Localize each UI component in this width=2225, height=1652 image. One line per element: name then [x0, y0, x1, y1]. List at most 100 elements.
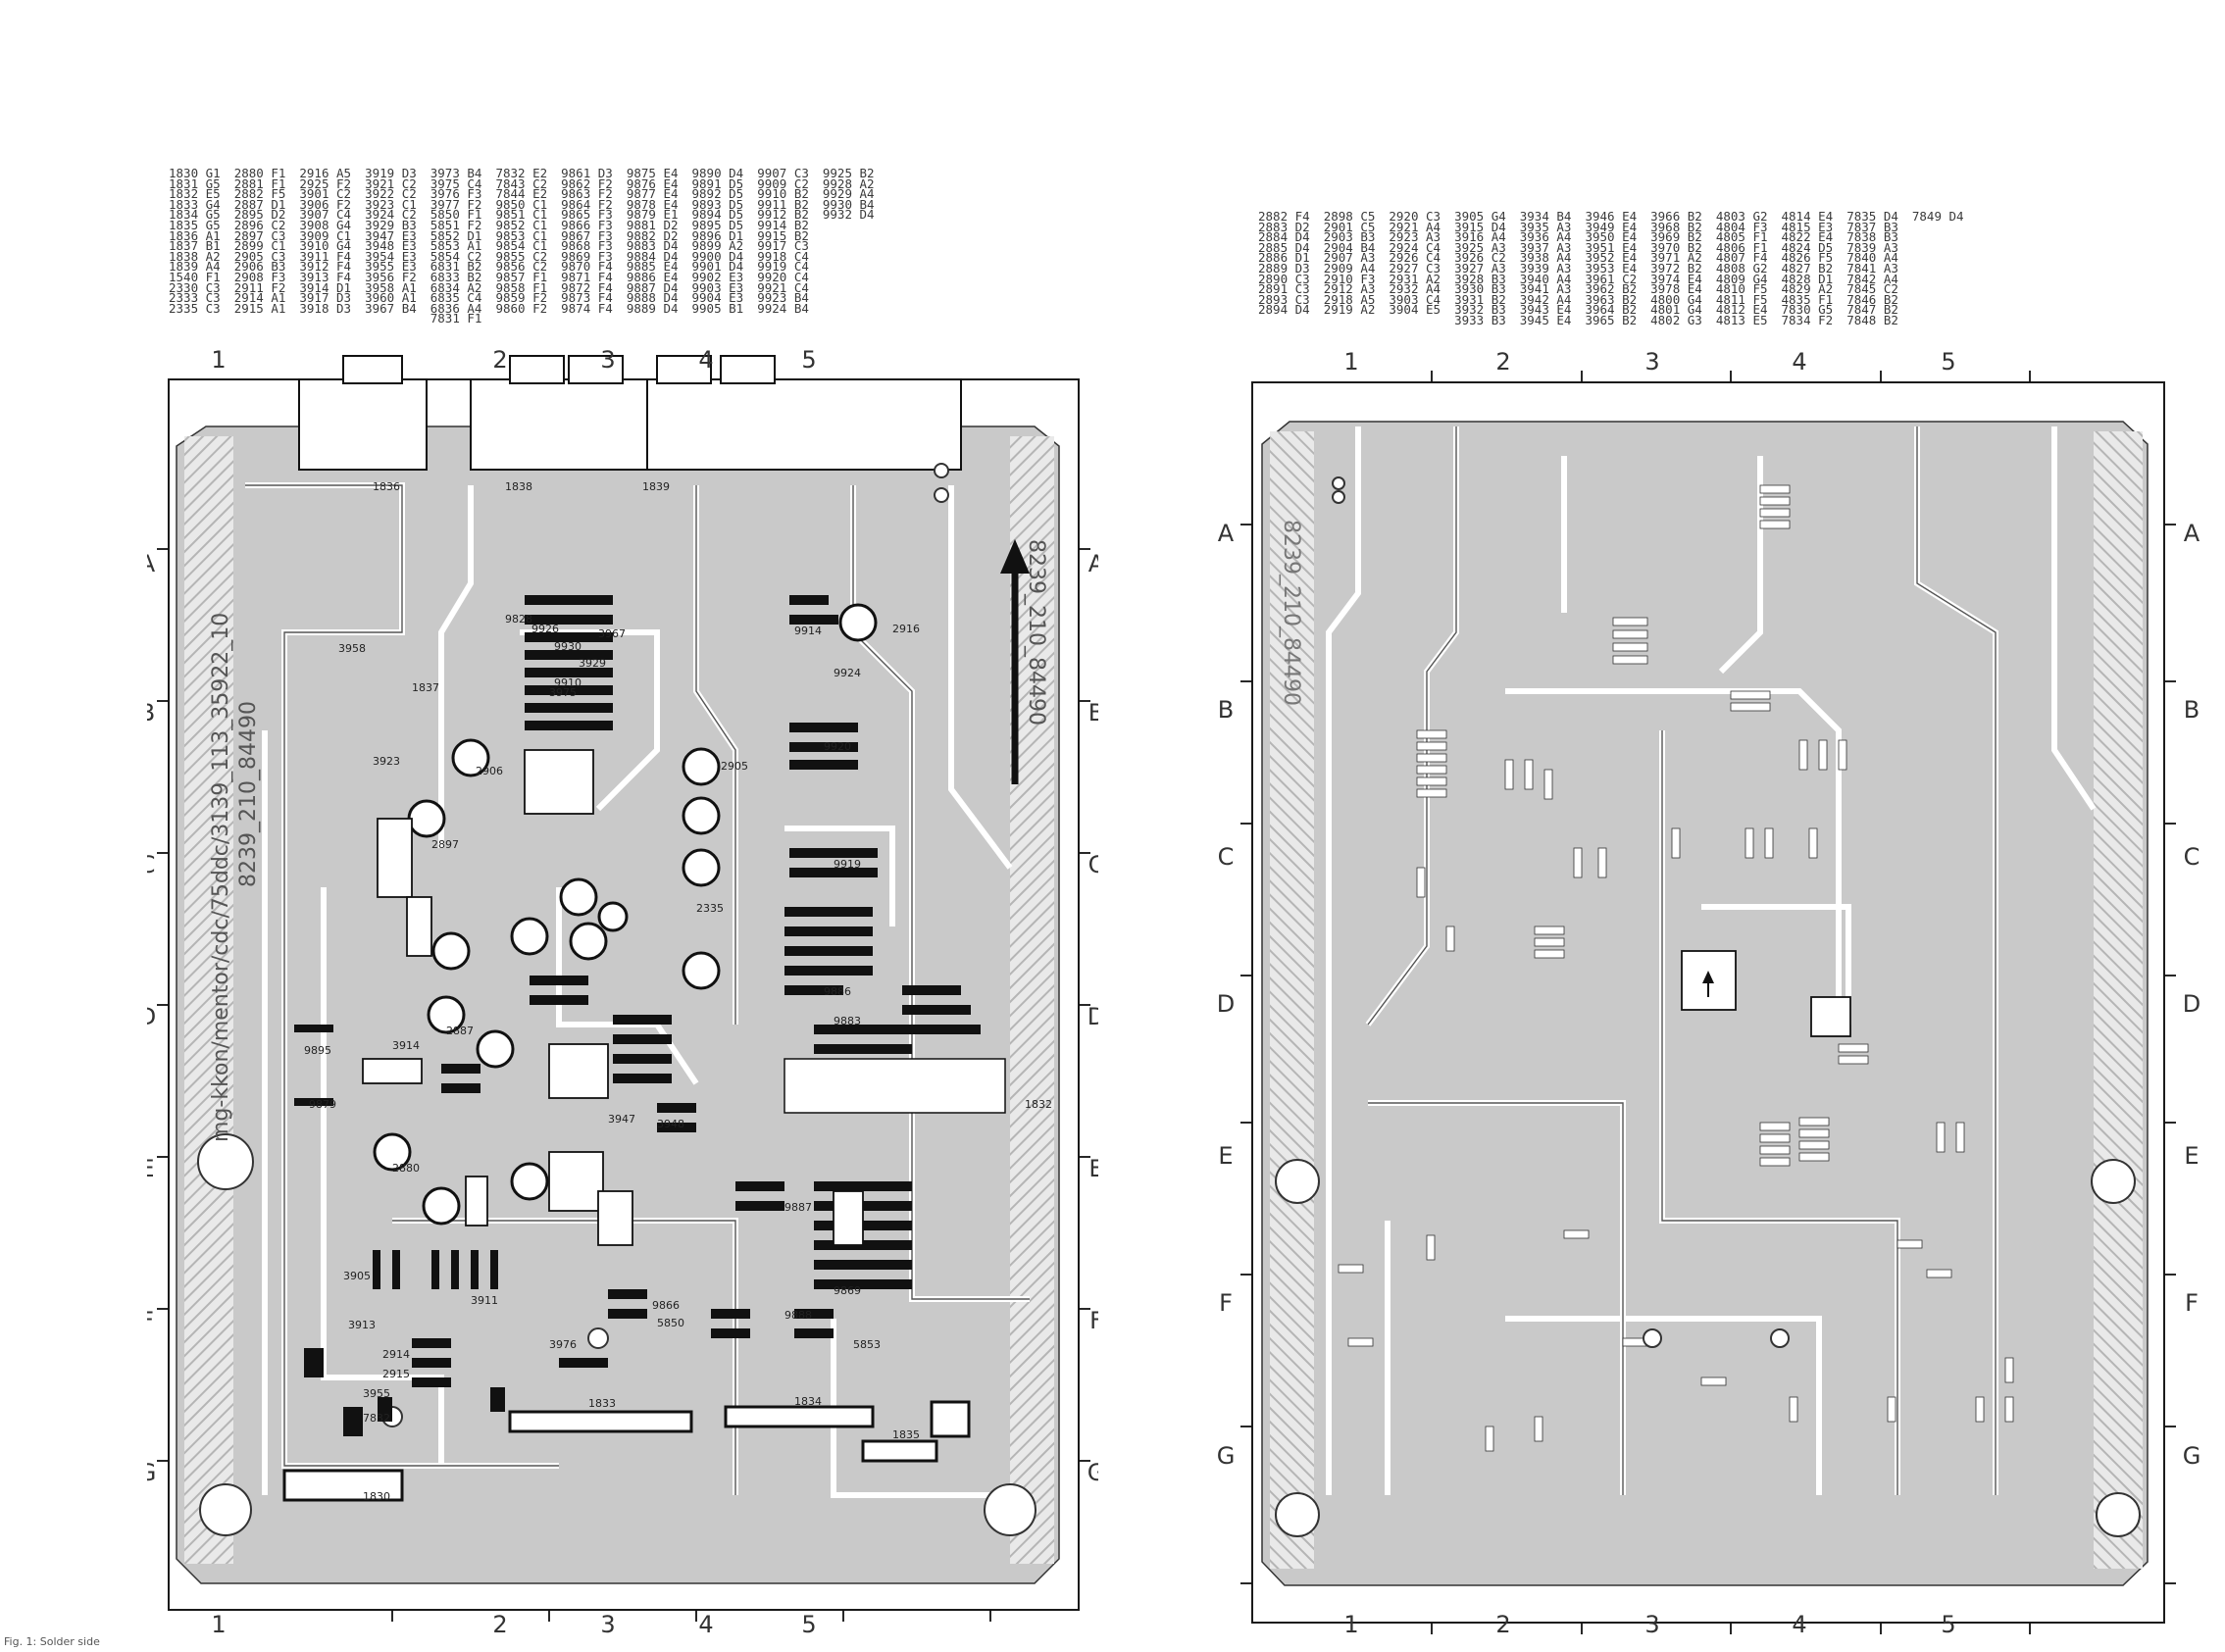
grid-row-A-right: A [2184, 520, 2200, 547]
legend-entry: 7835 D4 [1846, 209, 1898, 224]
legend-entry: 3970 B2 [1650, 239, 1702, 255]
legend-entry: 9878 E4 [626, 196, 679, 212]
legend-entry: 9890 D4 [691, 166, 744, 180]
legend-entry: 2335 C3 [169, 300, 221, 316]
legend-entry: 9903 E3 [691, 279, 744, 295]
grid-col-4: 4 [698, 346, 713, 374]
legend-entry: 3915 D4 [1454, 219, 1506, 234]
legend-entry: 6834 A2 [430, 279, 482, 295]
legend-entry: 2926 C4 [1389, 250, 1441, 266]
component-label: 3929 [579, 657, 606, 670]
grid-row-C-right: C [2184, 843, 2200, 871]
legend-entry: 3925 A3 [1454, 239, 1506, 255]
legend-entry: 9884 D4 [626, 248, 679, 264]
legend-entry: 3968 B2 [1650, 219, 1702, 234]
grid-row-E: E [147, 1155, 155, 1182]
legend-entry: 2915 A1 [233, 300, 286, 316]
legend-entry: 4811 F5 [1715, 291, 1768, 307]
legend-entry: 3927 A3 [1454, 260, 1506, 275]
legend-entry: 4835 F1 [1781, 291, 1834, 307]
component-label: 3948 [657, 1118, 684, 1130]
grid-col-2: 2 [492, 346, 507, 374]
legend-entry: 1834 G5 [169, 207, 221, 223]
legend-entry: 3930 B3 [1454, 281, 1506, 297]
legend-entry: 3952 E4 [1585, 250, 1638, 266]
legend-entry: 2919 A2 [1323, 302, 1376, 318]
legend-entry: 9857 F1 [495, 269, 548, 284]
legend-entry: 3948 E3 [365, 238, 417, 254]
component-label: 1836 [373, 480, 400, 493]
legend-entry: 9919 C4 [757, 259, 809, 275]
legend-entry: 9894 D5 [691, 207, 744, 223]
legend-entry: 9875 E4 [626, 166, 679, 180]
legend-entry: 2880 F1 [233, 166, 286, 180]
legend-entry: 1838 A2 [169, 248, 221, 264]
legend-entry: 2916 A5 [299, 166, 352, 180]
legend-entry: 3939 A3 [1519, 260, 1572, 275]
legend-entry: 4828 D1 [1781, 271, 1834, 286]
component-label: 9930 [554, 640, 582, 653]
legend-entry: 3916 A4 [1454, 229, 1506, 245]
legend-entry: 9925 B2 [822, 166, 875, 180]
legend-entry: 4827 B2 [1781, 260, 1834, 275]
legend-entry: 9874 F4 [561, 300, 613, 316]
component-label: 1833 [588, 1397, 616, 1410]
component-label: 3914 [392, 1039, 420, 1052]
component-label: 9828 [505, 613, 532, 626]
grid-row-G-right: G [1087, 1459, 1098, 1486]
legend-entry: 9901 D4 [691, 259, 744, 275]
legend-entry: 2894 D4 [1258, 302, 1310, 318]
legend-entry: 3964 B2 [1585, 302, 1638, 318]
grid-row-C: C [1218, 843, 1235, 871]
legend-entry: 3976 F3 [430, 186, 482, 202]
legend-entry: 2897 C3 [233, 227, 286, 243]
legend-entry: 9870 F4 [561, 259, 613, 275]
grid-row-B: B [147, 699, 155, 726]
component-label: 1837 [412, 681, 439, 694]
legend-entry: 1832 E5 [169, 186, 221, 202]
component-label: 9883 [834, 1015, 861, 1027]
component-label: 1832 [1025, 1098, 1052, 1111]
legend-entry: 9852 C1 [495, 217, 548, 232]
grid-col-4-bottom: 4 [698, 1611, 713, 1637]
component-label: 3967 [598, 627, 626, 640]
legend-entry: 3941 A3 [1519, 281, 1572, 297]
grid-row-C-right: C [1088, 851, 1098, 878]
legend-entry: 2907 A3 [1323, 250, 1376, 266]
component-label: 9920 [824, 740, 851, 753]
legend-entry: 3905 G4 [1454, 209, 1506, 224]
legend-entry: 7842 A4 [1846, 271, 1898, 286]
component-label: 2906 [476, 765, 503, 777]
legend-entry: 4803 G2 [1715, 209, 1768, 224]
grid-col-3-bottom: 3 [600, 1611, 615, 1637]
legend-column: 7849 D4 [1911, 209, 1964, 224]
legend-entry: 9862 F2 [561, 175, 613, 191]
legend-entry: 2899 C1 [233, 238, 286, 254]
component-label: 9888 [784, 1309, 812, 1322]
component-label: 3947 [608, 1113, 635, 1126]
legend-entry: 9879 E1 [626, 207, 679, 223]
grid-col-5-bottom: 5 [1941, 1611, 1955, 1637]
legend-entry: 9872 F4 [561, 279, 613, 295]
legend-entry: 9886 E4 [626, 269, 679, 284]
legend-entry: 7849 D4 [1911, 209, 1964, 224]
component-label: 9926 [531, 623, 559, 635]
legend-entry: 9907 C3 [757, 166, 809, 180]
legend-entry: 2887 D1 [233, 196, 286, 212]
component-label: 3975 [549, 686, 577, 699]
legend-entry: 9932 D4 [822, 207, 875, 223]
legend-entry: 2927 C3 [1389, 260, 1441, 275]
component-label: 1830 [363, 1490, 390, 1503]
legend-entry: 9917 C3 [757, 238, 809, 254]
legend-entry: 1831 G5 [169, 175, 221, 191]
legend-entry: 3946 E4 [1585, 209, 1638, 224]
component-label: 5853 [853, 1338, 881, 1351]
legend-entry: 3956 F2 [365, 269, 417, 284]
